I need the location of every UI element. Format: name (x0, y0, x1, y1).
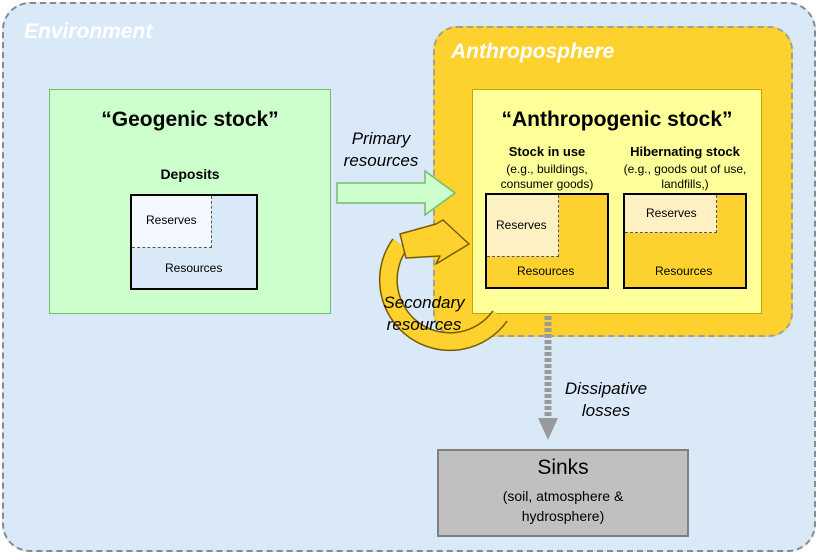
hibernating-stock-description: (e.g., goods out of use, landfills,) (610, 162, 760, 192)
dissipative-losses-arrow (538, 316, 558, 440)
sinks-box (437, 449, 689, 537)
deposits-label: Deposits (160, 166, 220, 182)
hibernating-resources-label: Resources (655, 264, 713, 278)
secondary-resources-arrowhead (399, 219, 470, 265)
sinks-desc-line1: (soil, atmosphere & (502, 488, 624, 504)
sinks-description: (soil, atmosphere & hydrosphere) (437, 486, 689, 526)
secondary-resources-label: Secondary resources (372, 292, 476, 336)
secondary-label-line2: resources (386, 315, 462, 334)
stock-in-use-reserves-box (487, 195, 559, 257)
primary-resources-label: Primary resources (330, 128, 432, 172)
primary-label-line2: resources (343, 151, 419, 170)
geogenic-stock-title: “Geogenic stock” (101, 108, 279, 131)
sinks-desc-line2: hydrosphere) (521, 508, 605, 524)
anthropogenic-stock-title: “Anthropogenic stock” (501, 108, 733, 131)
stock-in-use-description: (e.g., buildings, consumer goods) (484, 162, 610, 192)
hibernating-reserves-label: Reserves (646, 206, 697, 220)
geogenic-reserves-label: Reserves (146, 213, 197, 227)
anthroposphere-title: Anthroposphere (451, 40, 615, 63)
sinks-title: Sinks (537, 456, 589, 479)
dissipative-label-line2: losses (581, 401, 631, 420)
hibernating-stock-title: Hibernating stock (630, 144, 740, 159)
stock-in-use-title: Stock in use (508, 144, 586, 159)
secondary-label-line1: Secondary (383, 293, 465, 312)
stock-in-use-reserves-label: Reserves (496, 218, 547, 232)
primary-label-line1: Primary (351, 129, 411, 148)
dissipative-losses-label: Dissipative losses (560, 378, 652, 422)
geogenic-resources-label: Resources (165, 261, 223, 275)
hibernating-desc-line2: landfills,) (661, 177, 709, 191)
geogenic-reserves-box (132, 196, 212, 248)
environment-title: Environment (24, 20, 153, 43)
stock-in-use-desc-line1: (e.g., buildings, (506, 162, 588, 176)
primary-resources-arrow (336, 169, 457, 217)
hibernating-desc-line1: (e.g., goods out of use, (623, 162, 747, 176)
stock-in-use-resources-label: Resources (517, 264, 575, 278)
hibernating-reserves-box (625, 195, 717, 233)
dissipative-label-line1: Dissipative (564, 379, 648, 398)
stock-in-use-desc-line2: consumer goods) (500, 177, 594, 191)
